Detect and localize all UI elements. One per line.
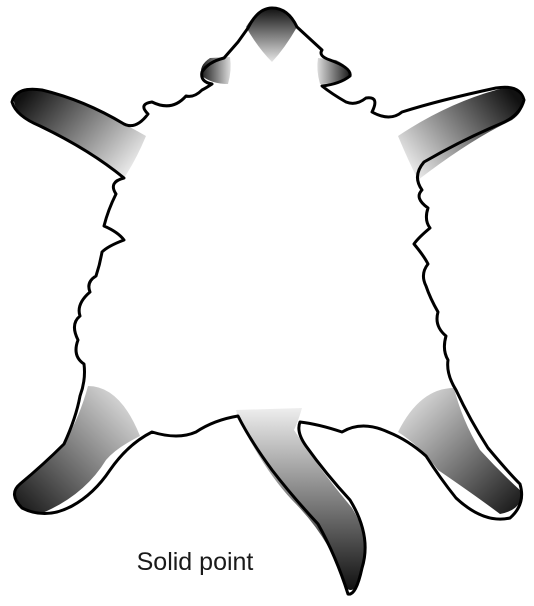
caption: Solid point bbox=[100, 548, 290, 577]
right-hindleg-point bbox=[398, 388, 522, 514]
pelt-outline bbox=[12, 8, 524, 594]
right-foreleg-point bbox=[398, 88, 523, 180]
